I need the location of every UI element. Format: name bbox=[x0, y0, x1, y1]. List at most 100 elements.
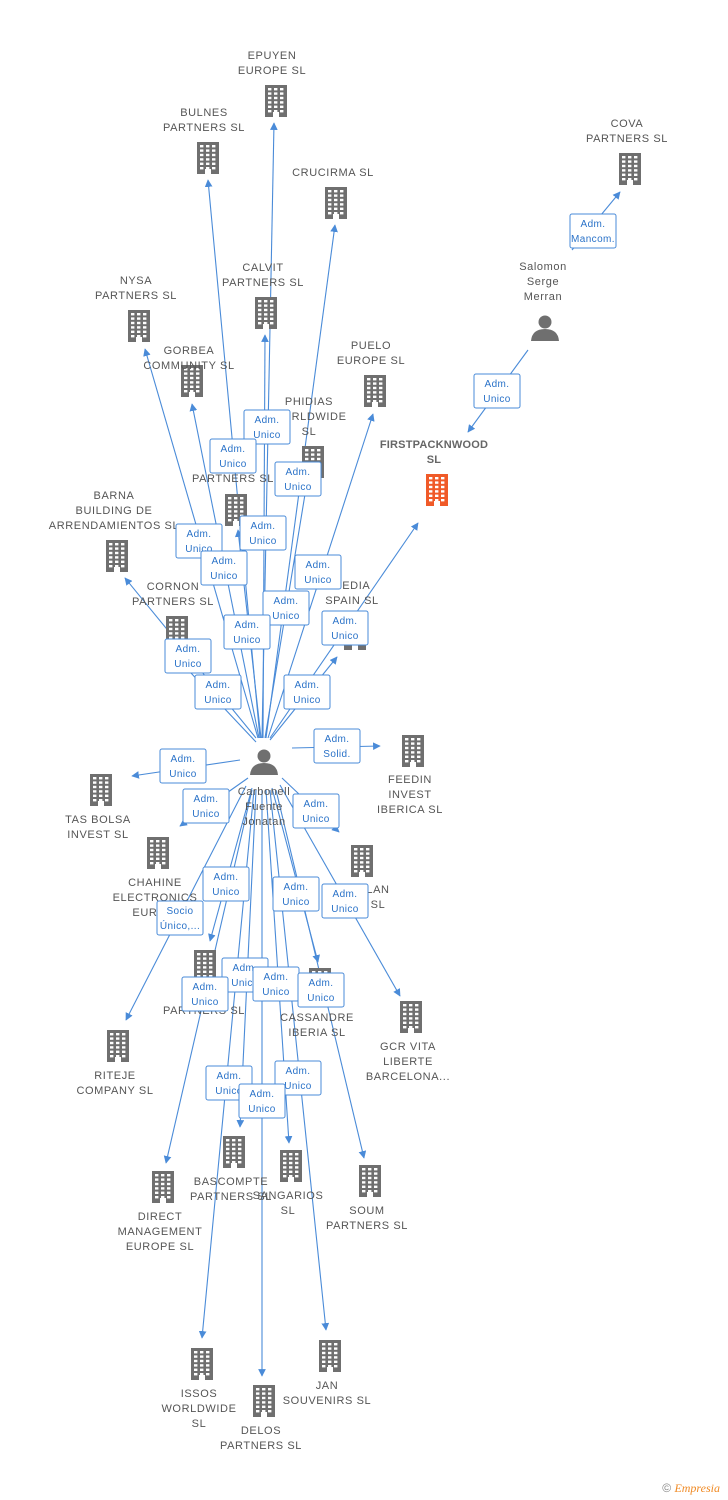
relation-label-delos[interactable]: Adm.Unico bbox=[238, 1083, 286, 1119]
relation-box[interactable] bbox=[194, 674, 242, 710]
relation-label-feedin[interactable]: Adm.Solid. bbox=[313, 728, 361, 764]
relation-label-dedia[interactable]: Adm.Unico bbox=[283, 674, 331, 710]
relation-text: Adm. bbox=[214, 872, 239, 883]
relation-box[interactable] bbox=[238, 1083, 286, 1119]
relation-box[interactable] bbox=[200, 550, 248, 586]
relation-label-crucirma[interactable]: Adm.Unico bbox=[274, 461, 322, 497]
relation-box[interactable] bbox=[209, 438, 257, 474]
relation-label-puelo[interactable]: Adm.Unico bbox=[294, 554, 342, 590]
relation-label-calvit[interactable]: Adm.Unico bbox=[239, 515, 287, 551]
relation-label-cornon[interactable]: Adm.Unico bbox=[194, 674, 242, 710]
relation-box[interactable] bbox=[321, 610, 369, 646]
relation-box[interactable] bbox=[313, 728, 361, 764]
relation-box[interactable] bbox=[243, 409, 291, 445]
relation-label-cova[interactable]: Adm.Mancom. bbox=[569, 213, 617, 249]
relation-text: Unico bbox=[284, 482, 312, 493]
relation-box[interactable] bbox=[182, 788, 230, 824]
copyright-symbol: © bbox=[662, 1481, 672, 1495]
company-name: PARTNERS SL bbox=[192, 473, 274, 485]
relation-label-epuyen[interactable]: Adm.Unico bbox=[243, 409, 291, 445]
relation-label-barna[interactable]: Adm.Unico bbox=[164, 638, 212, 674]
relation-label-cassandre[interactable]: Adm.Unico bbox=[272, 876, 320, 912]
relation-box[interactable] bbox=[239, 515, 287, 551]
relation-text: Unico bbox=[331, 904, 359, 915]
relation-text: Unico bbox=[204, 695, 232, 706]
relation-box[interactable] bbox=[175, 523, 223, 559]
relation-label-lan[interactable]: Adm.Unico bbox=[292, 793, 340, 829]
relation-box[interactable] bbox=[223, 614, 271, 650]
relation-box[interactable] bbox=[283, 674, 331, 710]
building-icon bbox=[152, 1171, 174, 1203]
relation-box[interactable] bbox=[262, 590, 310, 626]
relation-box[interactable] bbox=[272, 876, 320, 912]
relation-box[interactable] bbox=[569, 213, 617, 249]
relation-box[interactable] bbox=[294, 554, 342, 590]
relation-box[interactable] bbox=[321, 883, 369, 919]
relation-label-jan[interactable]: Adm.Unico bbox=[274, 1060, 322, 1096]
relation-box[interactable] bbox=[297, 972, 345, 1008]
brand-logo[interactable]: Empresia bbox=[674, 1481, 720, 1495]
relation-box[interactable] bbox=[274, 461, 322, 497]
relation-box[interactable] bbox=[159, 748, 207, 784]
relation-box[interactable] bbox=[156, 900, 204, 936]
relation-label-direct[interactable]: Adm.Unico bbox=[181, 976, 229, 1012]
relation-text: Socio bbox=[166, 906, 193, 917]
relation-text: Unico bbox=[483, 394, 511, 405]
relation-label-tasbolsa[interactable]: Adm.Unico bbox=[159, 748, 207, 784]
relation-label-soum[interactable]: Adm.Unico bbox=[297, 972, 345, 1008]
relation-label-sangarios[interactable]: Adm.Unico bbox=[252, 966, 300, 1002]
relation-text: Unico bbox=[302, 814, 330, 825]
relation-label-gorbea[interactable]: Adm.Unico bbox=[200, 550, 248, 586]
relation-label-chahine[interactable]: Adm.Unico bbox=[182, 788, 230, 824]
company-node-crucirma[interactable]: CRUCIRMA SL bbox=[292, 167, 374, 219]
relation-label-firstpack[interactable]: Adm.Unico bbox=[473, 373, 521, 409]
relation-box[interactable] bbox=[292, 793, 340, 829]
relation-box[interactable] bbox=[164, 638, 212, 674]
credit: © Empresia bbox=[662, 1481, 720, 1496]
relation-label-gcrvita[interactable]: Adm.Unico bbox=[321, 883, 369, 919]
relation-text: Adm. bbox=[306, 560, 331, 571]
relation-label-firstpack[interactable]: Adm.Unico bbox=[321, 610, 369, 646]
relation-text: Adm. bbox=[221, 444, 246, 455]
relation-label-nysa[interactable]: Adm.Unico bbox=[175, 523, 223, 559]
relation-label-partners_b[interactable]: Adm.Unico bbox=[202, 866, 250, 902]
relation-label-phidias[interactable]: Adm.Unico bbox=[262, 590, 310, 626]
building-icon bbox=[128, 310, 150, 342]
relation-box[interactable] bbox=[181, 976, 229, 1012]
person-icon bbox=[531, 315, 559, 341]
relation-box[interactable] bbox=[274, 1060, 322, 1096]
relation-box[interactable] bbox=[202, 866, 250, 902]
relation-label-riteje[interactable]: SocioÚnico,... bbox=[156, 900, 204, 936]
relation-label-bulnes[interactable]: Adm.Unico bbox=[209, 438, 257, 474]
relation-label-partners_a[interactable]: Adm.Unico bbox=[223, 614, 271, 650]
building-icon bbox=[280, 1150, 302, 1182]
relation-box[interactable] bbox=[473, 373, 521, 409]
